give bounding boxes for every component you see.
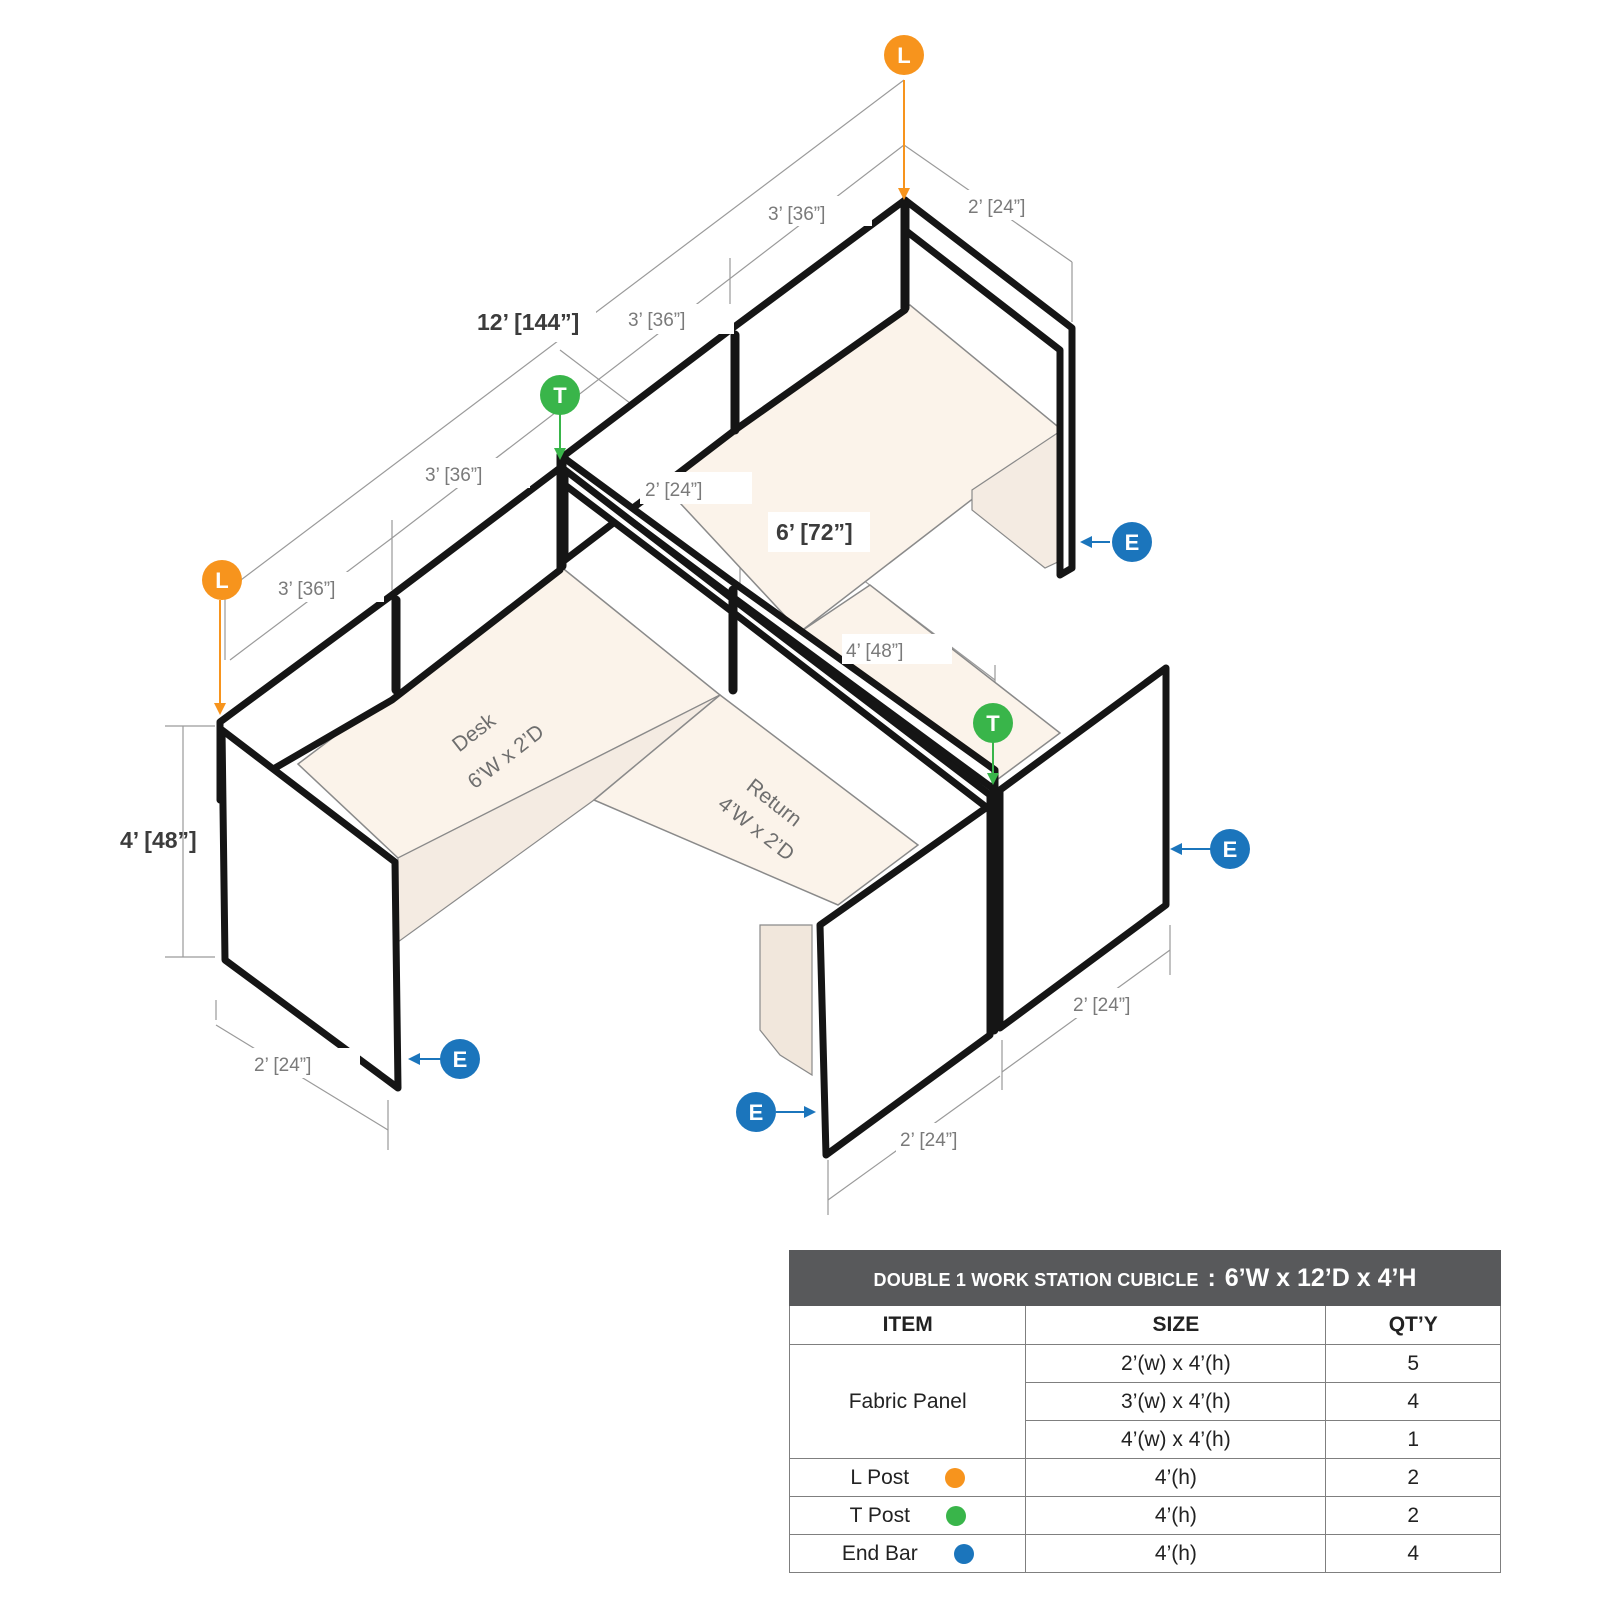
t-post-marker-right: T (973, 703, 1013, 743)
cubicle-isometric-diagram: 2’ [24”] 3’ [36”] 12’ [144”] 3’ [36”] 3’… (120, 35, 1250, 1215)
svg-text:E: E (749, 1100, 764, 1125)
l-post-marker-top: L (884, 35, 924, 75)
svg-text:T: T (553, 383, 567, 408)
header-item: ITEM (788, 1305, 1027, 1345)
l-post-qty: 2 (1325, 1458, 1501, 1497)
front-return-pedestal (759, 924, 813, 1077)
fabric-panel-label: Fabric Panel (788, 1344, 1027, 1459)
end-bar-marker-back: E (1112, 522, 1152, 562)
posts (391, 200, 999, 1035)
dim-right-end-24: 2’ [24”] (1073, 995, 1130, 1016)
end-bar-qty: 4 (1325, 1534, 1501, 1573)
table-row: L Post 4’(h) 2 (788, 1458, 1501, 1497)
table-row: Fabric Panel 2’(w) x 4’(h) 5 (788, 1344, 1501, 1459)
t-post-qty: 2 (1325, 1496, 1501, 1535)
table-title-row: DOUBLE 1 WORK STATION CUBICLE : 6’W x 12… (789, 1250, 1501, 1306)
post-markers: L L T T E E E E (202, 35, 1250, 1132)
t-post-size: 4’(h) (1025, 1496, 1327, 1535)
panel-right-end (996, 664, 1170, 1032)
table-row: 4’(w) x 4’(h) 1 (790, 1420, 1501, 1459)
dim-overall-width: 6’ [72”] (776, 519, 853, 545)
dim-front-end-24: 2’ [24”] (900, 1130, 957, 1151)
header-size: SIZE (1025, 1305, 1327, 1345)
dim-seg-low-36: 3’ [36”] (425, 465, 482, 486)
end-bar-label: End Bar (841, 1541, 918, 1565)
dim-seg-top-36: 3’ [36”] (768, 204, 825, 225)
l-post-marker-left: L (202, 560, 242, 600)
table-title-prefix: DOUBLE 1 WORK STATION CUBICLE (873, 1269, 1199, 1290)
l-post-cell: L Post (788, 1458, 1027, 1497)
table-title: DOUBLE 1 WORK STATION CUBICLE : 6’W x 12… (789, 1250, 1501, 1306)
fabric-panel-qty-2: 4 (1325, 1382, 1501, 1421)
table-row: End Bar 4’(h) 4 (788, 1534, 1501, 1573)
svg-text:E: E (1223, 837, 1238, 862)
header-qty: QT’Y (1325, 1305, 1501, 1345)
svg-text:E: E (453, 1047, 468, 1072)
svg-text:L: L (897, 43, 910, 68)
fabric-panel-size-2: 3’(w) x 4’(h) (1025, 1382, 1327, 1421)
dim-left-end-24: 2’ [24”] (254, 1055, 311, 1076)
svg-text:T: T (986, 711, 1000, 736)
dim-overall-length: 12’ [144”] (477, 309, 579, 335)
table-row: 3’(w) x 4’(h) 4 (790, 1382, 1501, 1421)
t-post-marker-spine: T (540, 375, 580, 415)
t-post-dot-icon (945, 1505, 966, 1526)
front-return-top (592, 694, 920, 906)
t-post-label: T Post (849, 1503, 910, 1527)
work-surfaces (296, 304, 1064, 1077)
parts-list-table: DOUBLE 1 WORK STATION CUBICLE : 6’W x 12… (788, 1250, 1501, 1573)
fabric-panel-qty-3: 1 (1325, 1420, 1501, 1459)
table-title-sep: : (1207, 1263, 1216, 1292)
t-post-cell: T Post (788, 1496, 1027, 1535)
dim-top-right-24: 2’ [24”] (968, 197, 1025, 218)
dim-seg-mid-36: 3’ [36”] (628, 310, 685, 331)
dim-spine-24: 2’ [24”] (645, 480, 702, 501)
table-row: T Post 4’(h) 2 (788, 1496, 1501, 1535)
l-post-dot-icon (944, 1467, 965, 1488)
end-bar-marker-right: E (1210, 829, 1250, 869)
dim-height: 4’ [48”] (120, 827, 197, 853)
panel-front-left-end (218, 726, 402, 1092)
fabric-panel-qty-1: 5 (1325, 1344, 1501, 1383)
end-bar-cell: End Bar (788, 1534, 1027, 1573)
end-bar-marker-left: E (440, 1039, 480, 1079)
end-bar-size: 4’(h) (1025, 1534, 1327, 1573)
svg-text:L: L (215, 568, 228, 593)
dim-seg-bottom-36: 3’ [36”] (278, 579, 335, 600)
table-title-size: 6’W x 12’D x 4’H (1224, 1263, 1417, 1292)
svg-text:E: E (1125, 530, 1140, 555)
dimension-labels: 2’ [24”] 3’ [36”] 12’ [144”] 3’ [36”] 3’… (120, 190, 1178, 1153)
end-bar-dot-icon (953, 1543, 974, 1564)
fabric-panel-size-1: 2’(w) x 4’(h) (1025, 1344, 1327, 1383)
l-post-label: L Post (850, 1465, 910, 1489)
marker-arrows (214, 80, 1212, 1118)
dim-return-48: 4’ [48”] (846, 641, 903, 662)
table-header-row: ITEM SIZE QT’Y (788, 1305, 1501, 1345)
end-bar-marker-front: E (736, 1092, 776, 1132)
fabric-panel-size-3: 4’(w) x 4’(h) (1025, 1420, 1327, 1459)
panel-front-return-end (816, 801, 994, 1159)
l-post-size: 4’(h) (1025, 1458, 1327, 1497)
